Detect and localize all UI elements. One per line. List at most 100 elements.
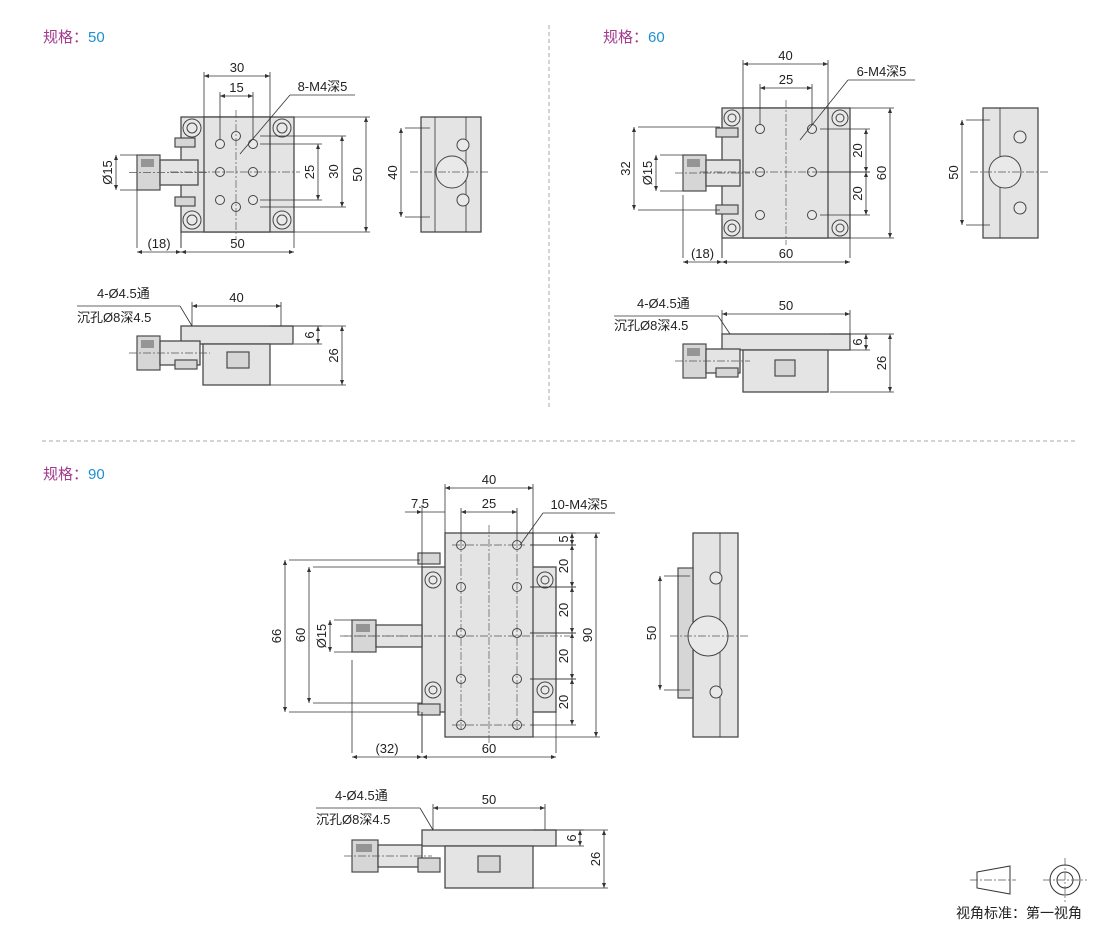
dim-arrow xyxy=(570,587,574,592)
dim-arrow xyxy=(316,195,320,200)
dim-arrow xyxy=(888,334,892,339)
lock-screw xyxy=(417,703,441,716)
holes-callout: 10-M4深5 xyxy=(550,497,607,512)
dimension-label: 25 xyxy=(302,165,317,179)
dim-arrow xyxy=(578,841,582,846)
through-hole xyxy=(428,575,438,585)
dimension-label: (18) xyxy=(147,236,170,251)
dimension-label: 60 xyxy=(874,166,889,180)
dimension-label: 26 xyxy=(326,348,341,362)
dimension-label: 50 xyxy=(779,298,793,313)
lock-screw xyxy=(417,552,441,565)
dimension-label: 15 xyxy=(229,80,243,95)
first-angle-projection-icon xyxy=(970,858,1087,902)
holes-callout: 6-M4深5 xyxy=(857,64,907,79)
dimension-label: 90 xyxy=(580,628,595,642)
dim-arrow xyxy=(192,304,197,308)
dim-arrow xyxy=(340,380,344,385)
front-plate xyxy=(421,829,557,847)
dimension-label: 50 xyxy=(230,236,244,251)
through-hole xyxy=(727,113,737,123)
dim-arrow xyxy=(658,685,662,690)
dim-arrow xyxy=(722,260,727,264)
dim-arrow xyxy=(399,212,403,217)
tapped-hole xyxy=(807,210,817,220)
dim-arrow xyxy=(594,732,598,737)
dim-arrow xyxy=(307,567,311,572)
counterbore-callout: 沉孔Ø8深4.5 xyxy=(316,812,390,827)
spec-value: 60 xyxy=(648,29,665,46)
through-hole xyxy=(540,685,550,695)
dimension-label: Ø15 xyxy=(640,161,655,186)
dim-arrow xyxy=(540,806,545,810)
dovetail-key xyxy=(226,351,250,369)
through-hole xyxy=(276,122,288,134)
dim-arrow xyxy=(422,755,427,759)
dim-arrow xyxy=(181,250,186,254)
dim-arrow xyxy=(307,698,311,703)
dim-arrow xyxy=(570,545,574,550)
dimension-label: 5 xyxy=(556,535,571,542)
dimension-label: 30 xyxy=(326,164,341,178)
dimension-label: 50 xyxy=(946,165,961,179)
dim-arrow xyxy=(888,108,892,113)
dim-arrow xyxy=(570,720,574,725)
dim-arrow xyxy=(602,883,606,888)
dim-arrow xyxy=(340,136,344,141)
dimension-label: 30 xyxy=(230,60,244,75)
dim-arrow xyxy=(433,806,438,810)
tapped-hole xyxy=(215,195,225,205)
counterbore-callout: 沉孔Ø8深4.5 xyxy=(614,318,688,333)
dim-arrow xyxy=(340,202,344,207)
dim-arrow xyxy=(864,345,868,350)
dim-arrow xyxy=(888,233,892,238)
dim-arrow xyxy=(248,94,253,98)
section-title-90: 规格：90 xyxy=(43,463,105,484)
dim-arrow xyxy=(283,707,287,712)
dim-arrow xyxy=(364,117,368,122)
dim-arrow xyxy=(570,679,574,684)
dimension-label: (18) xyxy=(691,246,714,261)
dovetail-key xyxy=(774,359,796,377)
dimension-label: 50 xyxy=(350,167,365,181)
dimension-label: 26 xyxy=(874,356,889,370)
dimension-label: 25 xyxy=(482,496,496,511)
dim-arrow xyxy=(328,620,332,625)
spec-value: 90 xyxy=(88,466,105,483)
through-hole xyxy=(186,214,198,226)
dim-arrow xyxy=(807,86,812,90)
dimension-label: 40 xyxy=(229,290,243,305)
spec-value: 50 xyxy=(88,29,105,46)
dim-arrow xyxy=(352,755,357,759)
through-hole xyxy=(540,575,550,585)
dim-arrow xyxy=(417,510,422,514)
dim-arrow xyxy=(683,260,688,264)
tapped-hole xyxy=(248,139,258,149)
lock-screw xyxy=(174,196,196,207)
dim-arrow xyxy=(340,326,344,331)
screw-head xyxy=(456,138,470,152)
dim-arrow xyxy=(960,220,964,225)
dim-arrow xyxy=(204,74,209,78)
dimension-label: 20 xyxy=(556,603,571,617)
dim-arrow xyxy=(743,62,748,66)
dim-arrow xyxy=(114,185,118,190)
holes-callout: 4-Ø4.5通 xyxy=(637,296,690,311)
through-hole xyxy=(186,122,198,134)
lock-screw xyxy=(174,137,196,148)
dim-arrow xyxy=(316,326,320,331)
dim-line xyxy=(519,512,544,546)
screw-head xyxy=(709,571,723,585)
dim-arrow xyxy=(551,755,556,759)
dim-arrow xyxy=(570,674,574,679)
dim-arrow xyxy=(283,560,287,565)
dim-arrow xyxy=(845,260,850,264)
dim-arrow xyxy=(658,576,662,581)
dimension-label: 26 xyxy=(588,852,603,866)
through-hole xyxy=(276,214,288,226)
lock-screw xyxy=(174,359,198,370)
dimension-label: 20 xyxy=(556,559,571,573)
dim-arrow xyxy=(654,155,658,160)
dim-arrow xyxy=(528,486,533,490)
dim-arrow xyxy=(399,128,403,133)
